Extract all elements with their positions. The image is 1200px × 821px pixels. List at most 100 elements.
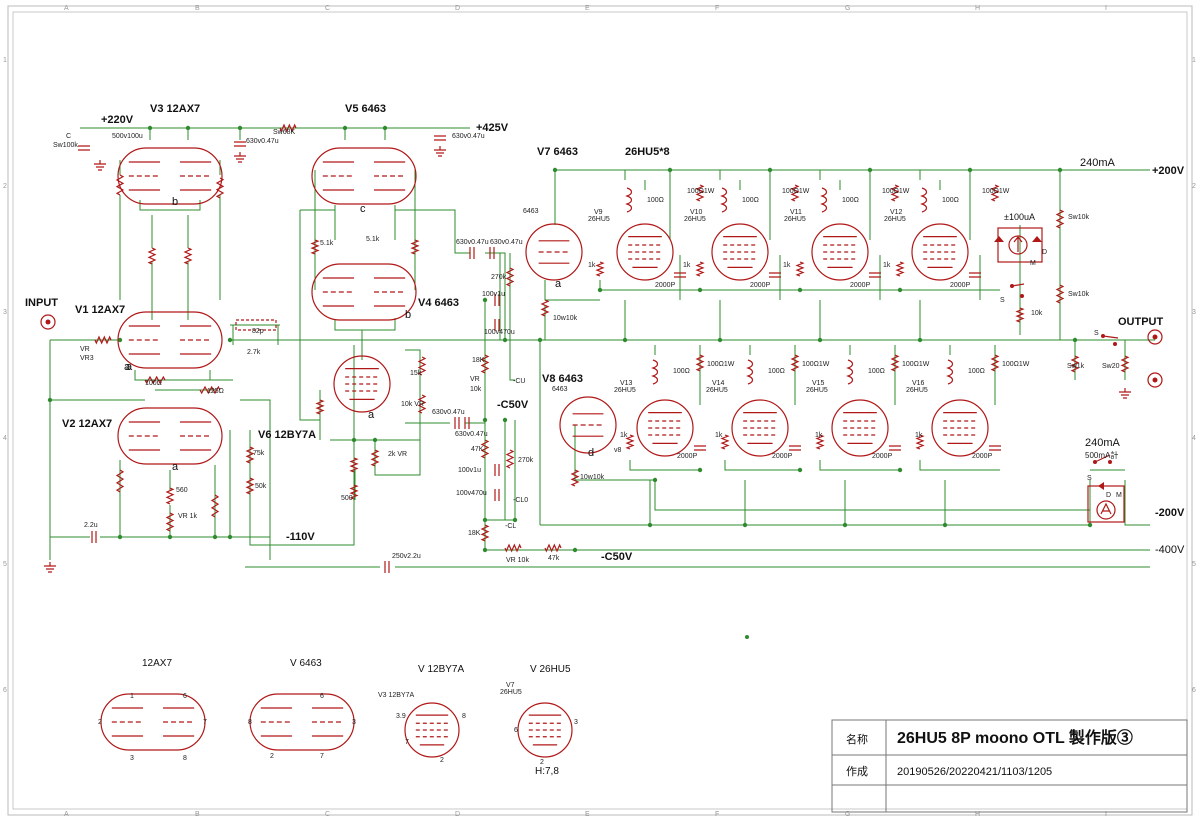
part-r560: 560 — [176, 487, 188, 494]
junction — [597, 287, 603, 293]
resistor-4 — [183, 247, 193, 265]
tube-out-upper-2 — [711, 223, 769, 281]
part-c630f: 630v0.47u — [490, 239, 523, 246]
resistor-h-4 — [279, 123, 297, 133]
junction — [667, 167, 673, 173]
part-sw20: Sw20 — [1102, 363, 1120, 370]
cap-v-1 — [78, 145, 90, 151]
part-sw10k-b: Sw10k — [1068, 291, 1090, 298]
resistor-36 — [790, 354, 800, 372]
resistor-h-6 — [544, 543, 562, 553]
legend-note-v7: V7 — [506, 682, 515, 689]
legend-title-6463: V 6463 — [290, 658, 322, 669]
lower-r100: 100Ω — [673, 368, 690, 375]
part-c100v470u-b: 100v470u — [456, 490, 487, 497]
part-6463-a: 6463 — [523, 208, 539, 215]
part-r27k: 2.7k — [247, 349, 261, 356]
vacuum-tubes — [100, 147, 989, 758]
resistor-33 — [890, 184, 900, 202]
switch-meter-100ua[interactable] — [1010, 283, 1025, 298]
input-jack[interactable] — [40, 314, 56, 330]
upper-r100w: 100Ω1W — [687, 188, 715, 195]
node-mark: a — [368, 409, 375, 421]
resistor-8 — [210, 494, 220, 518]
part-c500: 500v100u — [112, 133, 143, 140]
junction — [482, 517, 488, 523]
junction — [502, 337, 508, 343]
resistor-37 — [890, 354, 900, 372]
label-v7: V7 6463 — [537, 146, 578, 158]
upper-r100: 100Ω — [742, 197, 759, 204]
lower-r100: 100Ω — [968, 368, 985, 375]
part-sw100k: Sw100k — [53, 142, 78, 149]
lower-r1k: 1k — [815, 432, 823, 439]
lower-r100w: 100Ω1W — [707, 361, 735, 368]
junction — [147, 125, 153, 131]
output-jack-hot[interactable] — [1147, 329, 1163, 345]
resistor-41 — [795, 261, 805, 277]
ground-2 — [234, 152, 246, 163]
junction — [482, 297, 488, 303]
upper-tube-name: V11 — [790, 209, 802, 216]
cap-h-3 — [469, 247, 475, 259]
rail-plus425: +425V — [476, 122, 509, 134]
label-v8: V8 6463 — [542, 373, 583, 385]
part-s-2: S — [1094, 330, 1099, 337]
junction — [342, 125, 348, 131]
part-c630c: 630v0.47u — [432, 409, 465, 416]
junction — [767, 167, 773, 173]
node-mark: d — [588, 447, 594, 459]
part-6463-b: 6463 — [552, 386, 568, 393]
ground-3 — [434, 146, 446, 157]
part-vr-a: VR — [470, 376, 480, 383]
node-mark: a — [172, 461, 179, 473]
cap-h-2 — [384, 561, 390, 573]
switch-meter-500ma[interactable] — [1093, 454, 1112, 464]
upper-c2000p: 2000P — [750, 282, 771, 289]
cap-h-5 — [454, 417, 460, 429]
part-r100: 100Ω — [145, 380, 162, 387]
output-jack-gnd[interactable] — [1147, 372, 1163, 388]
upper-c2000p: 2000P — [850, 282, 871, 289]
lower-tube-name: V15 — [812, 380, 825, 387]
part-c-in: C — [66, 133, 71, 140]
lower-tube-type: 26HU5 — [806, 387, 828, 394]
node-mark: a — [124, 361, 131, 373]
input-label: INPUT — [25, 297, 58, 309]
part-c82p: 82p — [252, 328, 264, 335]
switch-output[interactable] — [1101, 334, 1119, 346]
legend-note-v3: V3 12BY7A — [378, 692, 415, 699]
resistors — [94, 123, 1130, 553]
part-s-3: S — [1087, 475, 1092, 482]
lower-c2000p: 2000P — [772, 453, 793, 460]
ruler-col-top: F — [715, 5, 719, 12]
upper-c2000p: 2000P — [655, 282, 676, 289]
part-c100v1u-a: 100v1u — [482, 291, 505, 298]
lower-tube-type: 26HU5 — [614, 387, 636, 394]
resistor-19 — [480, 354, 490, 374]
capacitors — [78, 135, 1001, 573]
tube-labels: V3 12AX7 V5 6463 V7 6463 26HU5*8 V1 12AX… — [62, 103, 670, 441]
part-d-2: D — [1106, 492, 1111, 499]
resistor-17 — [505, 267, 515, 287]
legend-pin: 6 — [320, 693, 324, 700]
tube-v4 — [311, 263, 417, 321]
upper-r1k: 1k — [783, 262, 791, 269]
resistor-h-3 — [199, 385, 221, 395]
lower-r100w: 100Ω1W — [1002, 361, 1030, 368]
node-mark: a — [555, 278, 562, 290]
lower-output-labels: V1326HU5100Ω100Ω1W2000P1kV1426HU5100Ω100… — [614, 361, 1030, 460]
junction — [351, 437, 357, 443]
upper-c2000p: 2000P — [950, 282, 971, 289]
meter-500-label: 500mA計 — [1085, 450, 1118, 460]
junction — [167, 534, 173, 540]
resistor-16 — [370, 449, 380, 467]
ruler-row-left: 4 — [3, 435, 7, 442]
legend-pin: 3 — [574, 719, 578, 726]
cap-h-7 — [494, 294, 500, 306]
part-r270k-b: 270k — [518, 457, 534, 464]
rail-minus400: -400V — [1155, 544, 1185, 556]
cap-h-10 — [494, 489, 500, 501]
part-c630e: 630v0.47u — [456, 239, 489, 246]
